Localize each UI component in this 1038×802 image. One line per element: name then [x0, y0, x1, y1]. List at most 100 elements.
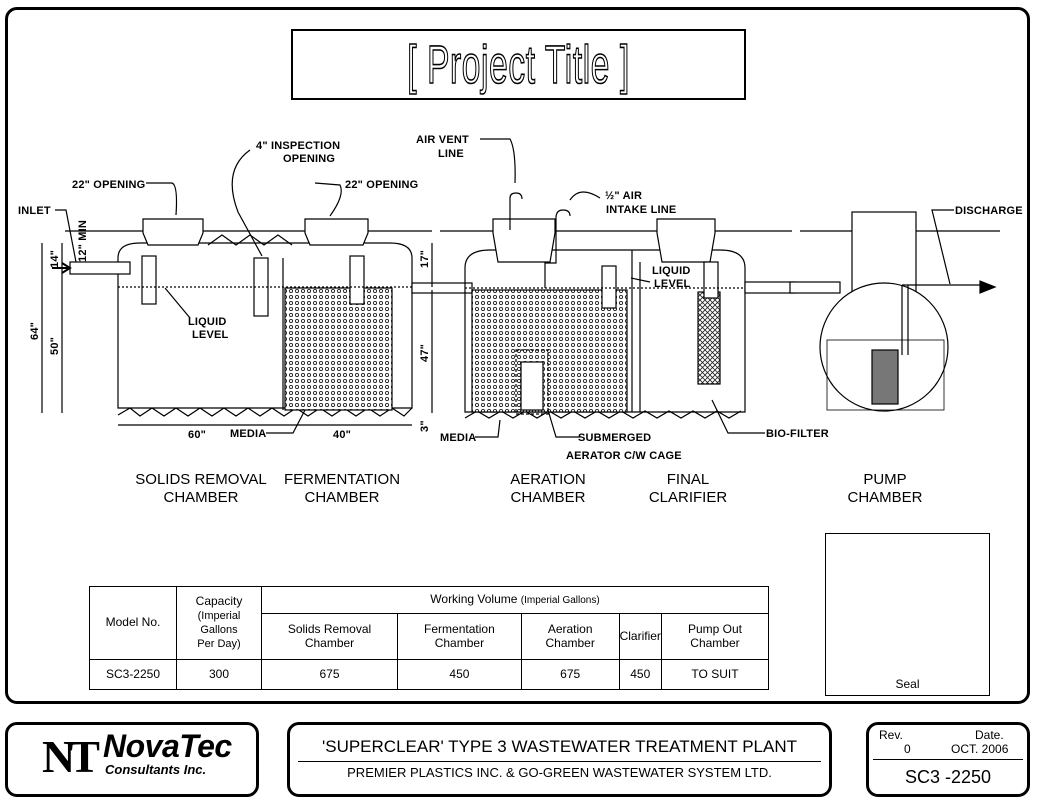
leader-discharge: [931, 209, 954, 285]
tank-2-outline: [464, 249, 746, 413]
title-block-revision: Rev. 0 Date. OCT. 2006 SC3 -2250: [866, 722, 1030, 797]
label-air-intake-1: ½" AIR: [605, 190, 642, 202]
discharge-arrow: [979, 280, 997, 294]
leader-air-vent: [480, 138, 516, 184]
chamber-pump-1: PUMP: [863, 471, 906, 488]
leader-inlet: [55, 209, 77, 263]
air-intake-pipe: [544, 209, 571, 288]
dim-47: 47": [419, 344, 431, 362]
inlet-arrow: [52, 262, 72, 274]
leader-air-intake: [569, 191, 601, 201]
rev-label: Rev.: [879, 728, 903, 742]
inlet-tee: [141, 255, 157, 305]
drawing-number: SC3 -2250: [904, 767, 992, 787]
dim-64: 64": [29, 322, 41, 340]
seal-label: Seal: [895, 677, 920, 691]
revision-divider: [873, 759, 1023, 760]
cell-capacity: 300: [176, 659, 262, 690]
working-volume-table: Model No. Capacity (Imperial Gallons Per…: [89, 586, 770, 690]
chamber-solids-1: SOLIDS REMOVAL: [135, 471, 266, 488]
label-air-vent-2: LINE: [438, 148, 464, 160]
chamber-final-2: CLARIFIER: [649, 489, 728, 506]
label-discharge: DISCHARGE: [955, 205, 1023, 217]
chamber-ferment-1: FERMENTATION: [284, 471, 400, 488]
leader-inspection: [231, 149, 263, 257]
dim-40: 40": [333, 429, 351, 441]
dim-60: 60": [188, 429, 206, 441]
tank-1-outline: [117, 242, 413, 409]
tank-2-bottom-teeth: [464, 410, 742, 419]
date-value: OCT. 2006: [951, 742, 1009, 756]
label-submerged-2: AERATOR C/W CAGE: [566, 450, 682, 462]
chamber-final-1: FINAL: [667, 471, 710, 488]
col-solids: Solids Removal Chamber: [260, 613, 399, 660]
title-block-logo: NT NovaTec Consultants Inc.: [5, 722, 259, 797]
riser-4: [656, 218, 716, 263]
dim-12min: 12" MIN: [77, 220, 89, 262]
dim-17: 17": [419, 250, 431, 268]
project-title-box: [ Project Title ]: [291, 29, 746, 100]
label-inspection-2: OPENING: [283, 153, 335, 165]
leader-22-right: [314, 182, 342, 217]
col-pump-out: Pump Out Chamber: [660, 613, 770, 660]
table-row: SC3-2250 300 675 450 675 450 TO SUIT: [89, 659, 770, 690]
col-fermentation: Fermentation Chamber: [397, 613, 522, 660]
label-liquid-r2: LEVEL: [654, 278, 691, 290]
seal-box: Seal: [825, 533, 990, 696]
aeration-media: [471, 289, 628, 413]
aerator-cage: [515, 349, 549, 415]
title-block-main: 'SUPERCLEAR' TYPE 3 WASTEWATER TREATMENT…: [287, 722, 832, 797]
label-media-right: MEDIA: [440, 432, 476, 444]
rev-value: 0: [904, 742, 911, 756]
logo-name: NovaTec: [103, 728, 232, 764]
label-22-opening-left: 22" OPENING: [72, 179, 145, 191]
riser-2: [304, 218, 369, 246]
leader-bio-filter: [711, 399, 765, 434]
bio-filter: [697, 291, 721, 385]
pump-chamber-shell: [819, 282, 949, 412]
label-inspection-1: 4" INSPECTION: [256, 140, 340, 152]
label-inlet: INLET: [18, 205, 51, 217]
label-liquid-2: LEVEL: [192, 329, 229, 341]
pump-base: [826, 339, 945, 411]
leader-liquid-r: [630, 277, 651, 283]
riser-3: [492, 218, 556, 263]
aerator-body: [520, 361, 544, 411]
leader-submerged: [547, 409, 580, 438]
label-liquid-r1: LIQUID: [652, 265, 690, 277]
chamber-solids-2: CHAMBER: [163, 489, 238, 506]
drawing-frame: [5, 7, 1030, 704]
riser-1: [142, 218, 204, 246]
cell-clarifier: 450: [618, 659, 662, 690]
logo-subtitle: Consultants Inc.: [105, 762, 207, 777]
discharge-pipe: [901, 284, 980, 355]
label-liquid-1: LIQUID: [188, 316, 226, 328]
dim-14: 14": [49, 250, 61, 268]
logo-mark: NT: [42, 731, 100, 782]
col-clarifier: Clarifier: [618, 613, 662, 660]
header-capacity: Capacity (Imperial Gallons Per Day): [176, 586, 262, 660]
cell-pump-out: TO SUIT: [660, 659, 770, 690]
col-aeration: Aeration Chamber: [520, 613, 620, 660]
cell-solids: 675: [260, 659, 399, 690]
cell-fermentation: 450: [397, 659, 522, 690]
leader-media-right: [475, 419, 501, 438]
drawing-subtitle: PREMIER PLASTICS INC. & GO-GREEN WASTEWA…: [347, 765, 772, 780]
chamber-ferment-2: CHAMBER: [304, 489, 379, 506]
inlet-pipe: [69, 261, 131, 275]
air-vent-pipe: [509, 192, 523, 230]
header-model: Model No.: [89, 586, 177, 660]
dim-3: 3": [419, 420, 431, 432]
chamber-aeration-1: AERATION: [510, 471, 586, 488]
outlet-pipe-2: [601, 265, 617, 309]
outlet-pipe-3: [703, 261, 719, 299]
cell-model: SC3-2250: [89, 659, 177, 690]
chamber-pump-2: CHAMBER: [847, 489, 922, 506]
label-air-vent-1: AIR VENT: [416, 134, 469, 146]
label-bio-filter: BIO-FILTER: [766, 428, 829, 440]
project-title: [ Project Title ]: [407, 34, 630, 96]
transfer-pipe-2: [744, 281, 796, 294]
transfer-pipe-1: [411, 282, 473, 294]
fermentation-media: [284, 287, 393, 411]
